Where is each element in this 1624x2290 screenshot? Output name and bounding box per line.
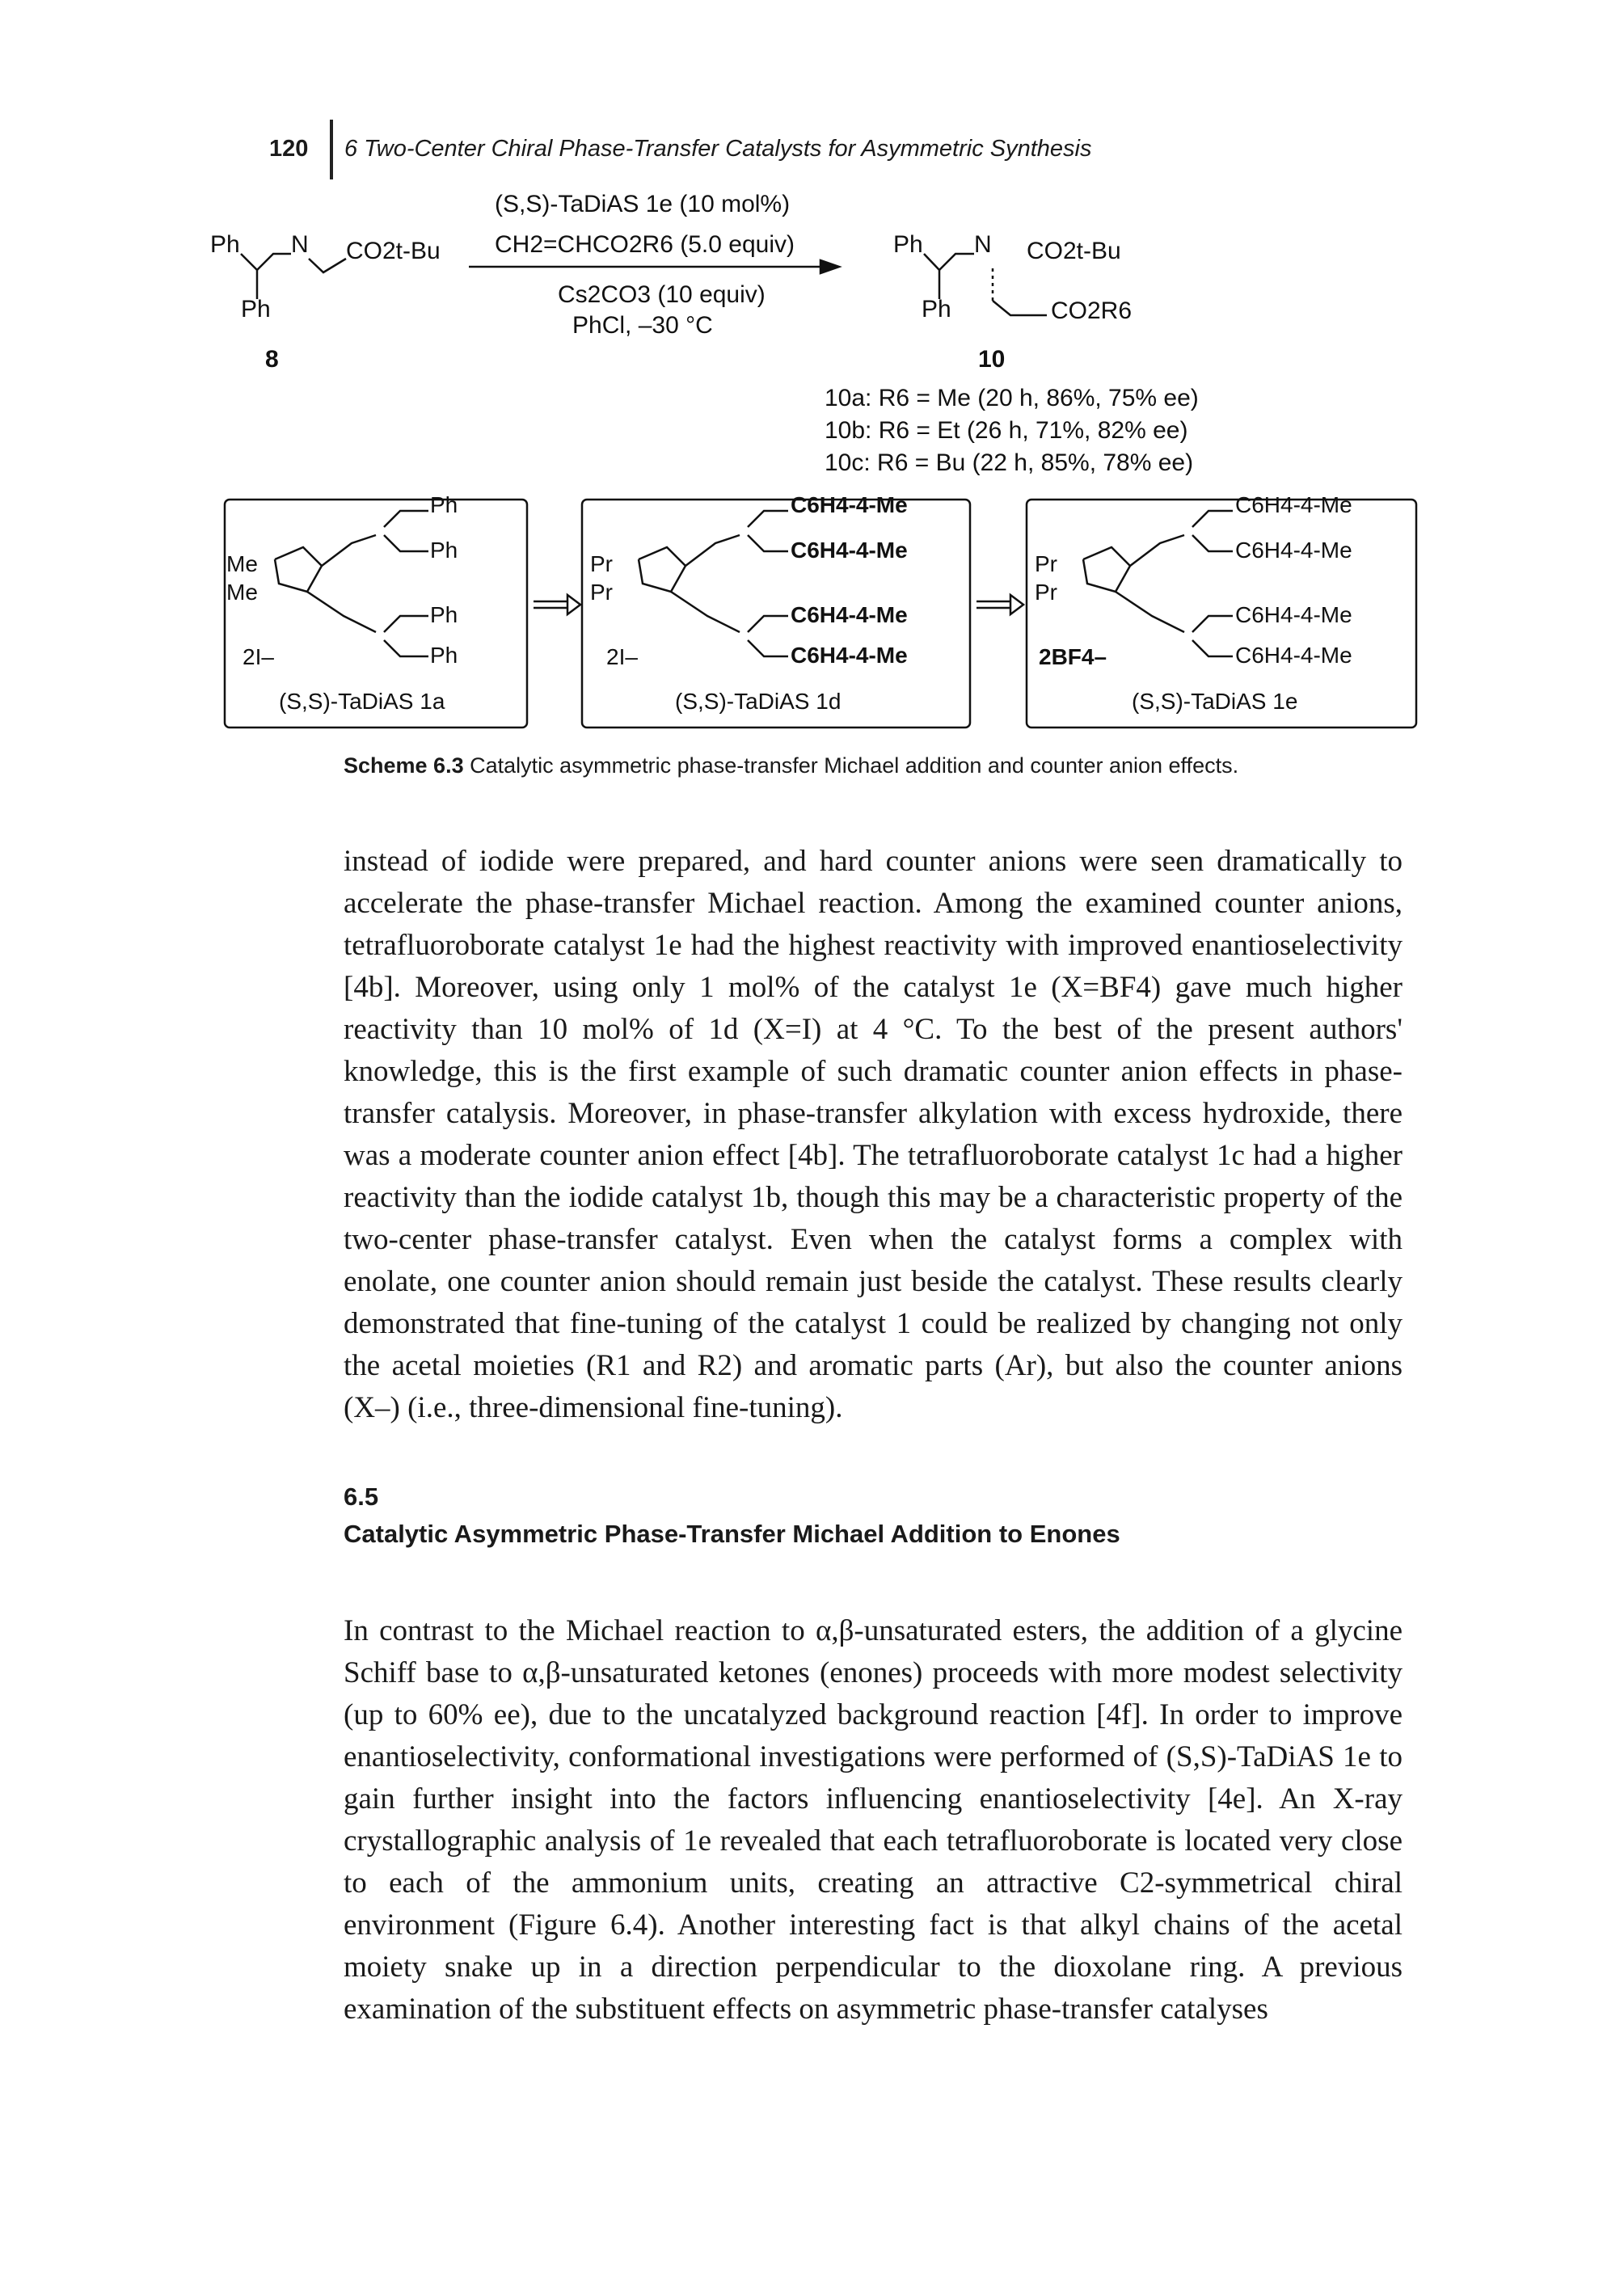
product-ph: Ph xyxy=(893,231,923,258)
product-ester2: CO2R6 xyxy=(1051,297,1132,324)
product-ph2: Ph xyxy=(922,296,951,323)
section-number: 6.5 xyxy=(344,1482,379,1511)
catalyst-name-1a: (S,S)-TaDiAS 1a xyxy=(279,689,445,714)
acetal-sub-1e: Pr xyxy=(1035,551,1057,576)
paragraph-text: In contrast to the Michael reaction to α… xyxy=(344,1614,1403,2026)
body-paragraph-2: In contrast to the Michael reaction to α… xyxy=(344,1610,1403,2031)
aryl-1e: C6H4-4-Me xyxy=(1235,602,1352,627)
aryl-1a: Ph xyxy=(430,538,458,563)
result-10b: 10b: R6 = Et (26 h, 71%, 82% ee) xyxy=(825,417,1187,444)
reactant-ph2: Ph xyxy=(241,296,271,323)
aryl-1e: C6H4-4-Me xyxy=(1235,492,1352,517)
acetal-sub-1d: Pr xyxy=(590,580,613,605)
reaction-scheme: Ph N CO2t-Bu Ph 8 (S,S)-TaDiAS 1e (10 mo… xyxy=(210,191,1418,729)
aryl-1e: C6H4-4-Me xyxy=(1235,538,1352,563)
anion-1e: 2BF4– xyxy=(1039,644,1107,669)
header-divider xyxy=(330,120,333,179)
reactant-label: 8 xyxy=(265,346,279,373)
catalyst-skeleton-1a xyxy=(273,509,428,658)
aryl-1a: Ph xyxy=(430,602,458,627)
aryl-1e: C6H4-4-Me xyxy=(1235,643,1352,668)
arrow-head xyxy=(819,259,842,275)
body-paragraph-1: instead of iodide were prepared, and har… xyxy=(344,841,1403,1429)
aryl-1a: Ph xyxy=(430,643,458,668)
result-10a: 10a: R6 = Me (20 h, 86%, 75% ee) xyxy=(825,385,1199,411)
condition-catalyst: (S,S)-TaDiAS 1e (10 mol%) xyxy=(495,191,790,217)
reactant-ph: Ph xyxy=(210,231,240,258)
caption-text: Catalytic asymmetric phase-transfer Mich… xyxy=(470,753,1239,778)
result-10c: 10c: R6 = Bu (22 h, 85%, 78% ee) xyxy=(825,449,1193,476)
product-bond xyxy=(939,252,974,271)
aryl-1d: C6H4-4-Me xyxy=(791,492,908,517)
acetal-sub-1a: Me xyxy=(226,551,258,576)
catalyst-name-1d: (S,S)-TaDiAS 1d xyxy=(675,689,841,714)
product-label: 10 xyxy=(978,346,1005,373)
product-bond xyxy=(992,300,1047,317)
anion-1a: 2I– xyxy=(243,644,274,669)
catalyst-skeleton-1e xyxy=(1082,509,1233,658)
section-title: Catalytic Asymmetric Phase-Transfer Mich… xyxy=(344,1520,1120,1548)
aryl-1a: Ph xyxy=(430,492,458,517)
condition-reagent: CH2=CHCO2R6 (5.0 equiv) xyxy=(495,231,795,258)
running-title: 6 Two-Center Chiral Phase-Transfer Catal… xyxy=(344,136,1092,162)
reactant-bond xyxy=(240,253,259,299)
acetal-sub-1e: Pr xyxy=(1035,580,1057,605)
reactant-bond xyxy=(256,252,291,271)
aryl-1d: C6H4-4-Me xyxy=(791,538,908,563)
product-ester: CO2t-Bu xyxy=(1027,238,1121,264)
reactant-ester: CO2t-Bu xyxy=(346,238,441,264)
condition-solvent: PhCl, –30 °C xyxy=(572,312,713,339)
aryl-1d: C6H4-4-Me xyxy=(791,643,908,668)
reactant-n: N xyxy=(291,231,309,258)
catalyst-skeleton-1d xyxy=(637,509,788,658)
product-bond xyxy=(923,253,941,299)
reactant-bond xyxy=(308,257,347,274)
catalyst-box-1e xyxy=(1025,498,1418,729)
catalyst-box-1d xyxy=(580,498,972,729)
catalyst-name-1e: (S,S)-TaDiAS 1e xyxy=(1132,689,1297,714)
acetal-sub-1d: Pr xyxy=(590,551,613,576)
aryl-1d: C6H4-4-Me xyxy=(791,602,908,627)
scheme-caption: Scheme 6.3 Catalytic asymmetric phase-tr… xyxy=(344,753,1238,778)
condition-base: Cs2CO3 (10 equiv) xyxy=(558,281,766,308)
catalyst-box-1a xyxy=(223,498,529,729)
page-number: 120 xyxy=(269,136,309,162)
caption-label: Scheme 6.3 xyxy=(344,753,464,778)
paragraph-text: instead of iodide were prepared, and har… xyxy=(344,845,1403,1424)
anion-1d: 2I– xyxy=(606,644,638,669)
acetal-sub-1a: Me xyxy=(226,580,258,605)
product-n: N xyxy=(974,231,992,258)
